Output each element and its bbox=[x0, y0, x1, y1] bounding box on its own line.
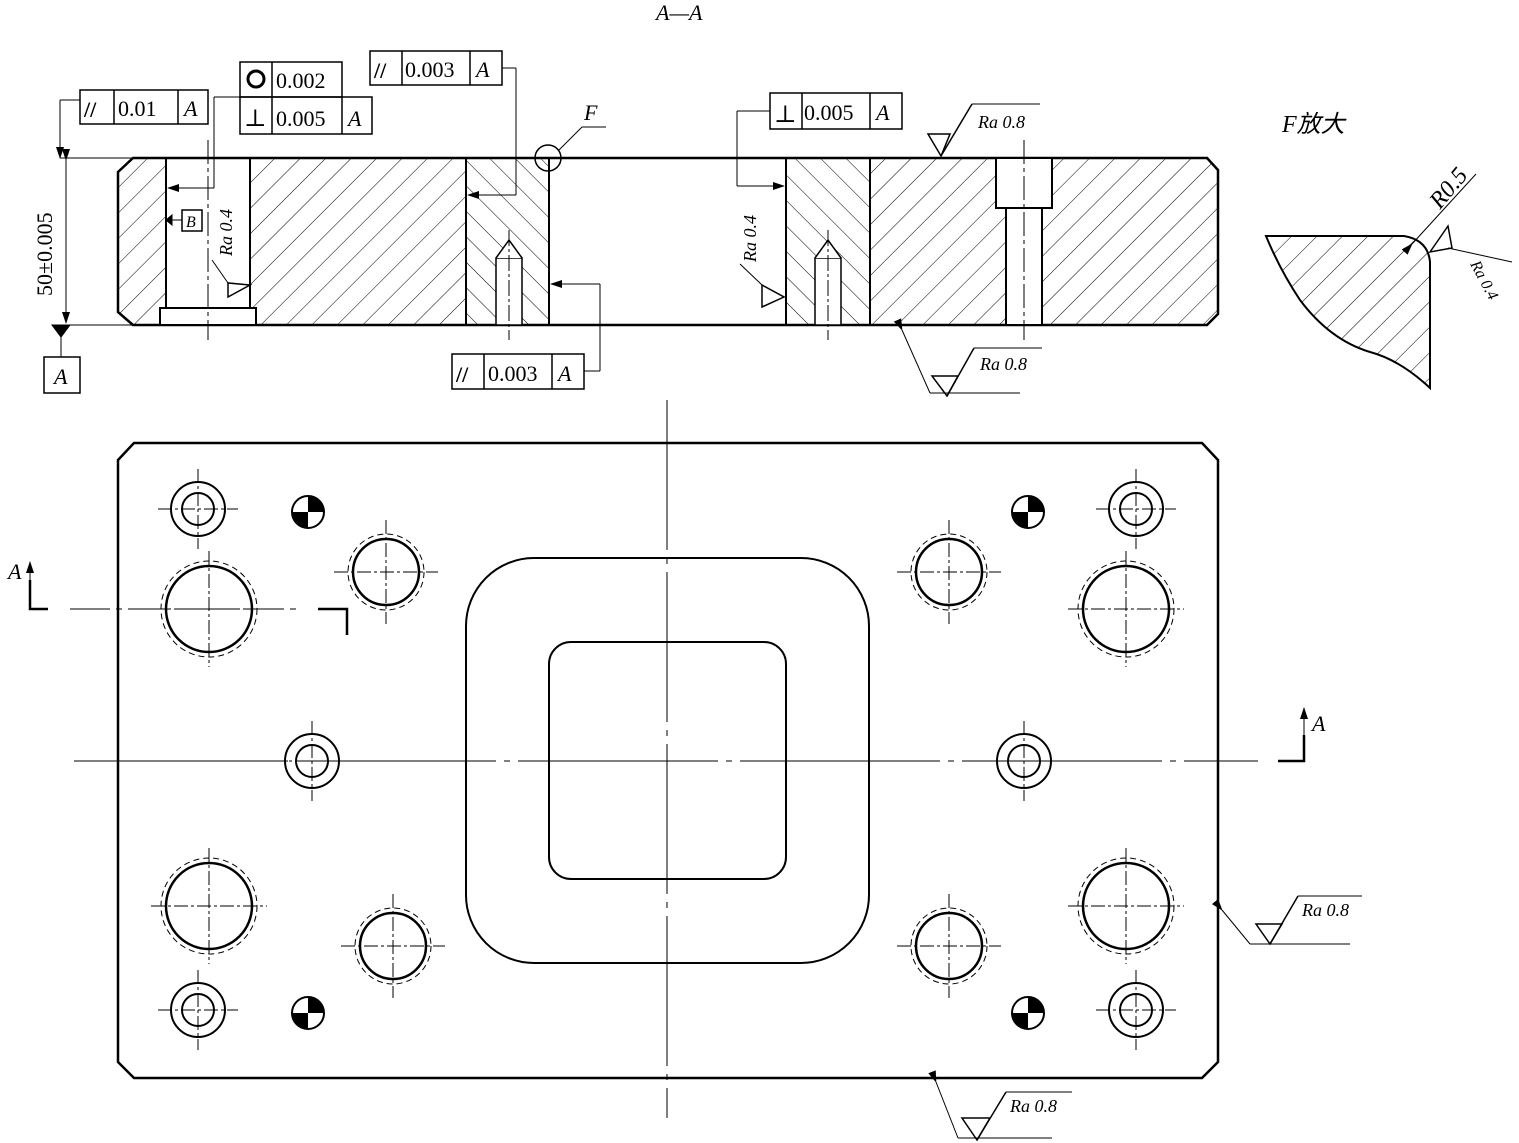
section-arrow-left-label: A bbox=[6, 559, 22, 584]
dowel-quadrant bbox=[1012, 512, 1028, 528]
tol-value: 0.01 bbox=[118, 96, 157, 121]
leader-perpendicular-right bbox=[736, 110, 785, 190]
plan-view bbox=[70, 400, 1258, 1118]
roughness-ra08-plan-right: Ra 0.8 bbox=[1301, 900, 1349, 920]
medium-hole-outer bbox=[910, 533, 988, 611]
dowel-quadrant bbox=[308, 997, 324, 1013]
datum-a-label: A bbox=[52, 364, 68, 389]
roughness-symbol-plan-right bbox=[1211, 895, 1362, 946]
roughness-ra04-right: Ra 0.4 bbox=[740, 215, 760, 263]
height-dimension bbox=[56, 99, 133, 326]
roughness-ra04-detail: Ra 0.4 bbox=[1466, 257, 1501, 303]
leader-parallel-bottom bbox=[550, 280, 601, 372]
dowel-quadrant bbox=[292, 512, 308, 528]
section-view bbox=[116, 126, 1220, 340]
tol-value: 0.002 bbox=[276, 68, 326, 93]
dowel-quadrant bbox=[1012, 1013, 1028, 1029]
leader-parallel-top bbox=[467, 67, 517, 199]
dowel-quadrant bbox=[1028, 997, 1044, 1013]
tol-symbol-perpendicular: ⊥ bbox=[244, 106, 267, 132]
medium-hole-outer bbox=[910, 907, 988, 985]
roughness-symbol-right-bore bbox=[739, 263, 786, 309]
roughness-ra08-top: Ra 0.8 bbox=[977, 112, 1025, 132]
medium-hole-outer bbox=[354, 907, 432, 985]
tol-datum: A bbox=[346, 106, 362, 131]
roughness-symbol-left-bore bbox=[211, 259, 253, 299]
dowel-quadrant bbox=[1028, 496, 1044, 512]
detail-radius-label: R0.5 bbox=[1424, 163, 1473, 215]
tol-frame-perpendicular-0.005-left: ⊥ 0.005 A bbox=[239, 96, 373, 135]
height-dimension-text: 50±0.005 bbox=[32, 212, 57, 296]
detail-view bbox=[1264, 173, 1513, 391]
tol-datum: A bbox=[874, 100, 890, 125]
detail-marker-label: F bbox=[583, 100, 598, 125]
section-arrow-right-label: A bbox=[1310, 711, 1326, 736]
tol-datum: A bbox=[182, 96, 198, 121]
tol-symbol-perpendicular: ⊥ bbox=[774, 102, 797, 128]
tol-value: 0.003 bbox=[488, 361, 538, 386]
circularity-symbol-icon bbox=[246, 69, 266, 89]
tol-symbol-parallel: // bbox=[373, 58, 387, 83]
tol-frame-circularity-0.002: 0.002 bbox=[239, 61, 343, 98]
roughness-symbol-section-bottom bbox=[893, 318, 1042, 398]
tol-datum: A bbox=[556, 361, 572, 386]
tol-frame-parallel-0.003-top: // 0.003 A bbox=[369, 50, 503, 86]
dowel-quadrant bbox=[308, 496, 324, 512]
detail-title: F放大 bbox=[1281, 111, 1347, 138]
datum-b-marker bbox=[165, 209, 203, 232]
tol-value: 0.005 bbox=[276, 106, 326, 131]
datum-b-label: B bbox=[186, 214, 196, 231]
tol-symbol-parallel: // bbox=[83, 97, 97, 122]
plan-holes bbox=[151, 469, 1184, 1050]
roughness-ra08-section: Ra 0.8 bbox=[979, 354, 1027, 374]
roughness-symbol-top bbox=[926, 103, 1040, 158]
dowel-quadrant bbox=[292, 1013, 308, 1029]
datum-a-marker bbox=[43, 324, 81, 394]
section-marker-right bbox=[1278, 707, 1308, 763]
tol-datum: A bbox=[474, 57, 490, 82]
tol-frame-parallel-0.01: // 0.01 A bbox=[79, 89, 209, 125]
detail-title-text: F放大 bbox=[1281, 111, 1347, 138]
tol-symbol-parallel: // bbox=[455, 362, 469, 387]
tol-value: 0.005 bbox=[804, 100, 854, 125]
section-title: A—A bbox=[654, 0, 703, 25]
medium-hole-outer bbox=[347, 533, 425, 611]
leader-lines-left bbox=[167, 96, 240, 192]
roughness-ra04-left: Ra 0.4 bbox=[216, 209, 236, 257]
roughness-ra08-plan-bottom: Ra 0.8 bbox=[1009, 1096, 1057, 1116]
section-marker-left bbox=[26, 561, 349, 635]
tol-frame-perpendicular-0.005-right: ⊥ 0.005 A bbox=[769, 92, 903, 130]
roughness-symbol-plan-bottom bbox=[928, 1070, 1072, 1142]
tol-frame-parallel-0.003-bottom: // 0.003 A bbox=[451, 353, 585, 390]
tol-value: 0.003 bbox=[405, 57, 455, 82]
